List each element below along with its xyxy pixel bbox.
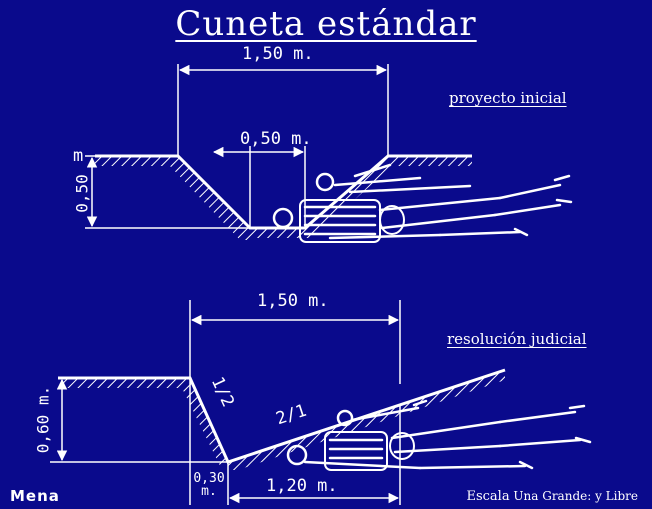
scale-text: Una Grande: y Libre <box>513 489 638 503</box>
label-bottom-width-value: 0,30 <box>193 471 225 486</box>
ditch-standard-profile <box>85 64 472 240</box>
label-depth: 0,60 m. <box>33 385 53 454</box>
caption-judicial-resolution: resolución judicial <box>447 330 587 348</box>
scale-note: Escala Una Grande: y Libre <box>466 489 638 504</box>
author-signature: Mena <box>10 487 60 505</box>
skeleton-figure-top <box>272 163 573 243</box>
label-right-width: 1,20 m. <box>266 476 338 496</box>
ditch-profile-line <box>95 154 472 230</box>
ground-hatch-bottom <box>250 228 305 238</box>
label-depth-unit: m <box>73 146 84 166</box>
ground-hatch-right <box>305 156 472 238</box>
ditch-profile-line <box>58 368 506 464</box>
skeleton-figure-bottom <box>286 399 592 471</box>
label-top-width: 1,50 m. <box>242 44 314 64</box>
label-depth: 0,50 <box>72 174 92 213</box>
label-bottom-width-unit: m. <box>201 484 217 499</box>
page-title: Cuneta estándar <box>175 4 477 44</box>
caption-initial-project: proyecto inicial <box>449 89 567 107</box>
ditch-judicial-profile <box>50 300 506 505</box>
scale-label: Escala <box>466 489 510 504</box>
label-top-width: 1,50 m. <box>257 291 329 311</box>
label-bottom-width: 0,30 m. <box>192 472 226 498</box>
ground-hatch-left <box>58 378 228 470</box>
label-bottom-width: 0,50 m. <box>240 129 312 149</box>
